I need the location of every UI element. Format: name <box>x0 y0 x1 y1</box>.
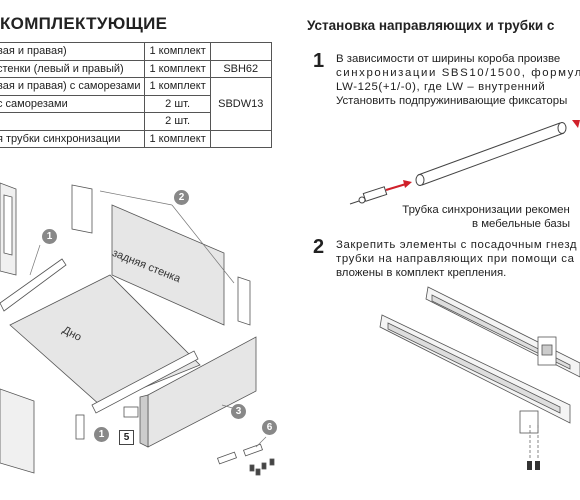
table-cell-name: вая и правая) с саморезами <box>0 77 146 96</box>
table-cell-name <box>0 112 146 131</box>
page-title-installation: Установка направляющих и трубки с <box>307 18 555 33</box>
callout-1b: 1 <box>94 427 109 442</box>
table-cell-qty: 1 комплект <box>144 42 211 61</box>
tube-caption: Трубка синхронизации рекомен в мебельные… <box>402 203 570 231</box>
table-cell-code <box>209 129 272 148</box>
tube-caption-line: в мебельные базы <box>472 218 571 230</box>
arrow-icon <box>572 120 580 128</box>
table-cell-code: SBH62 <box>209 59 272 78</box>
step-2-line: трубки на направляющих при помощи са <box>336 253 575 265</box>
table-cell-code <box>209 42 272 61</box>
step-number-2: 2 <box>313 236 325 258</box>
table-cell-qty: 2 шт. <box>144 94 211 113</box>
callout-1: 1 <box>42 229 57 244</box>
table-cell-name: с саморезами <box>0 94 146 113</box>
table-cell-name: я трубки синхронизации <box>0 129 146 148</box>
step-2-line: вложены в комплект крепления. <box>336 267 507 279</box>
table-cell-qty: 1 комплект <box>144 77 211 96</box>
step-number-1: 1 <box>313 50 325 72</box>
callout-3: 3 <box>231 404 246 419</box>
table-cell-name: вая и правая) <box>0 42 146 61</box>
step-1-line: LW-125(+1/-0), где LW – внутренний <box>336 81 546 93</box>
table-row: стенки (левый и правый) 1 комплект SBH62 <box>0 59 272 78</box>
components-table: вая и правая) 1 комплект стенки (левый и… <box>0 42 272 148</box>
drawer-exploded-view <box>0 182 275 476</box>
table-cell-qty: 1 комплект <box>144 129 211 148</box>
table-row: я трубки синхронизации 1 комплект <box>0 129 272 148</box>
back-fitting <box>71 184 93 234</box>
step-1-line: В зависимости от ширины короба произве <box>336 53 561 65</box>
spring-lock <box>349 186 388 205</box>
back-wall <box>111 204 225 326</box>
callout-2: 2 <box>174 190 189 205</box>
table-row: вая и правая) с саморезами 1 комплект SB… <box>0 77 272 131</box>
step-2-line: Закрепить элементы с посадочным гнезд <box>336 239 578 251</box>
step-1-line: Установить подпружинивающие фиксаторы <box>336 95 568 107</box>
sync-tube-illustration <box>349 120 580 205</box>
table-cell-qty: 2 шт. <box>144 112 211 131</box>
page-title-components: КОМПЛЕКТУЮЩИЕ <box>0 14 168 33</box>
step-1-text: В зависимости от ширины короба произве с… <box>336 52 580 108</box>
table-cell-qty: 1 комплект <box>144 59 211 78</box>
bottom-panel <box>9 274 201 406</box>
sync-tube <box>415 122 567 186</box>
runners-illustration <box>379 286 580 470</box>
callout-6: 6 <box>262 420 277 435</box>
table-cell-name: стенки (левый и правый) <box>0 59 146 78</box>
tube-caption-line: Трубка синхронизации рекомен <box>402 204 570 216</box>
step-1-line: синхронизации SBS10/1500, формул <box>336 67 580 79</box>
table-row: вая и правая) 1 комплект <box>0 42 272 61</box>
screw-icon <box>527 461 540 470</box>
step-2-text: Закрепить элементы с посадочным гнезд тр… <box>336 238 577 280</box>
table-cell-code: SBDW13 <box>209 77 272 131</box>
arrow-icon <box>385 180 412 191</box>
callout-5: 5 <box>119 430 134 445</box>
